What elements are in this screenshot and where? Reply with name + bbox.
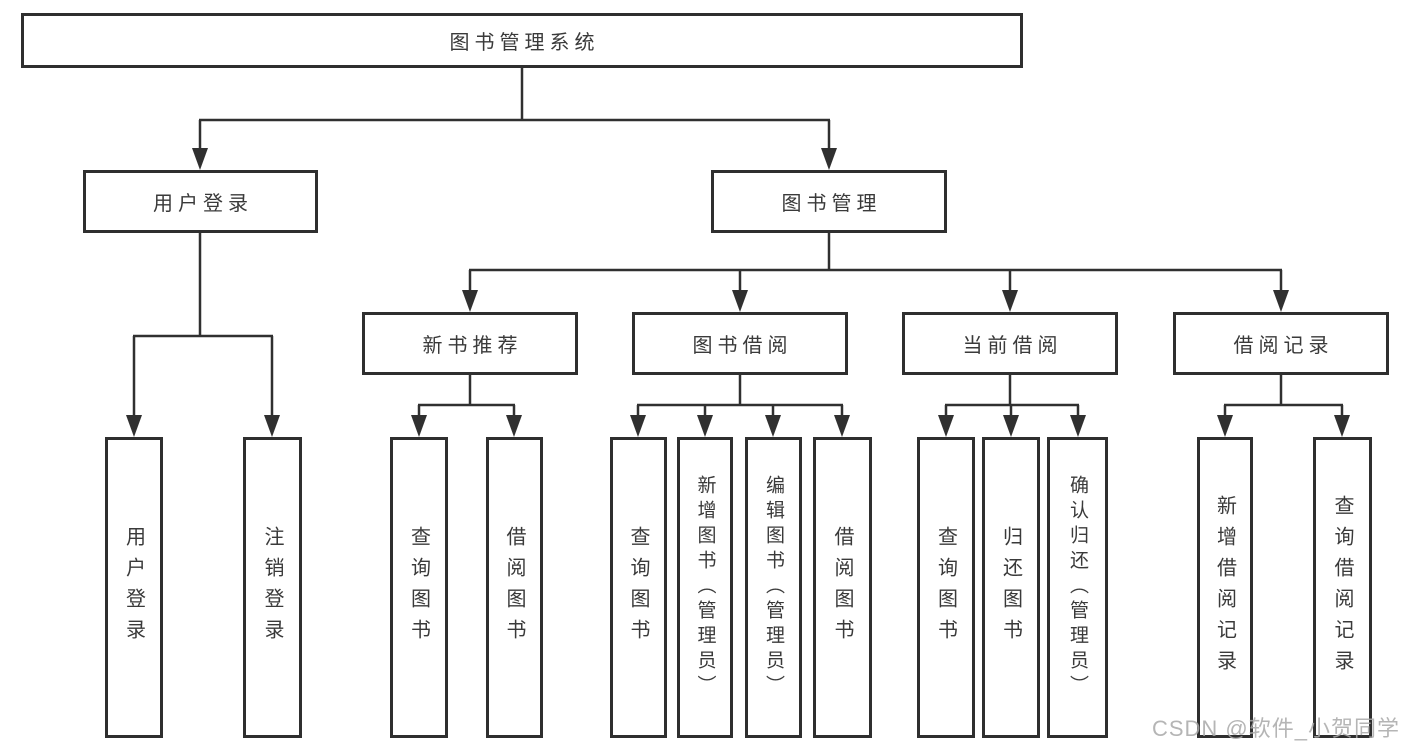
leaf-recommend-query-books-label: 查询图书 bbox=[407, 525, 430, 650]
leaf-edit-books-admin: 编辑图书（管理员） bbox=[745, 437, 802, 738]
leaf-current-query-books: 查询图书 bbox=[917, 437, 975, 738]
leaf-query-borrow-record-label: 查询借阅记录 bbox=[1331, 494, 1353, 681]
node-root: 图书管理系统 bbox=[21, 13, 1023, 68]
node-book-borrowing: 图书借阅 bbox=[632, 312, 848, 375]
leaf-borrowing-borrow-books: 借阅图书 bbox=[813, 437, 872, 738]
leaf-edit-books-admin-label: 编辑图书（管理员） bbox=[763, 475, 784, 700]
node-book-borrowing-label: 图书借阅 bbox=[692, 335, 793, 357]
leaf-user-login: 用户登录 bbox=[105, 437, 163, 738]
leaf-add-books-admin-label: 新增图书（管理员） bbox=[694, 475, 716, 700]
node-current-borrowing: 当前借阅 bbox=[902, 312, 1118, 375]
leaf-recommend-query-books: 查询图书 bbox=[390, 437, 448, 738]
leaf-add-borrow-record: 新增借阅记录 bbox=[1197, 437, 1253, 738]
leaf-recommend-borrow-books: 借阅图书 bbox=[486, 437, 543, 738]
node-book-management-label: 图书管理 bbox=[781, 193, 882, 215]
leaf-add-borrow-record-label: 新增借阅记录 bbox=[1213, 494, 1236, 681]
leaf-confirm-return-admin: 确认归还（管理员） bbox=[1047, 437, 1108, 738]
node-book-management: 图书管理 bbox=[711, 170, 947, 233]
leaf-return-books-label: 归还图书 bbox=[999, 525, 1022, 650]
leaf-query-borrow-record: 查询借阅记录 bbox=[1313, 437, 1372, 738]
leaf-add-books-admin: 新增图书（管理员） bbox=[677, 437, 733, 738]
node-user-login-label: 用户登录 bbox=[153, 193, 253, 215]
watermark: CSDN @软件_小贺同学 bbox=[1151, 716, 1400, 741]
node-root-label: 图书管理系统 bbox=[449, 32, 600, 54]
node-borrowing-records-label: 借阅记录 bbox=[1233, 335, 1334, 357]
leaf-confirm-return-admin-label: 确认归还（管理员） bbox=[1067, 475, 1088, 700]
leaf-borrowing-borrow-books-label: 借阅图书 bbox=[831, 525, 853, 650]
leaf-return-books: 归还图书 bbox=[982, 437, 1040, 738]
leaf-user-login-label: 用户登录 bbox=[122, 525, 145, 650]
node-new-book-recommend: 新书推荐 bbox=[362, 312, 578, 375]
leaf-recommend-borrow-books-label: 借阅图书 bbox=[503, 525, 525, 650]
node-new-book-recommend-label: 新书推荐 bbox=[422, 335, 523, 357]
arrowhead-icons bbox=[126, 148, 1350, 437]
node-borrowing-records: 借阅记录 bbox=[1173, 312, 1389, 375]
node-current-borrowing-label: 当前借阅 bbox=[962, 335, 1063, 357]
node-user-login: 用户登录 bbox=[83, 170, 318, 233]
leaf-borrowing-query-books-label: 查询图书 bbox=[627, 525, 649, 650]
leaf-logout-login: 注销登录 bbox=[243, 437, 302, 738]
leaf-logout-login-label: 注销登录 bbox=[261, 525, 283, 650]
leaf-current-query-books-label: 查询图书 bbox=[934, 525, 957, 650]
leaf-borrowing-query-books: 查询图书 bbox=[610, 437, 667, 738]
